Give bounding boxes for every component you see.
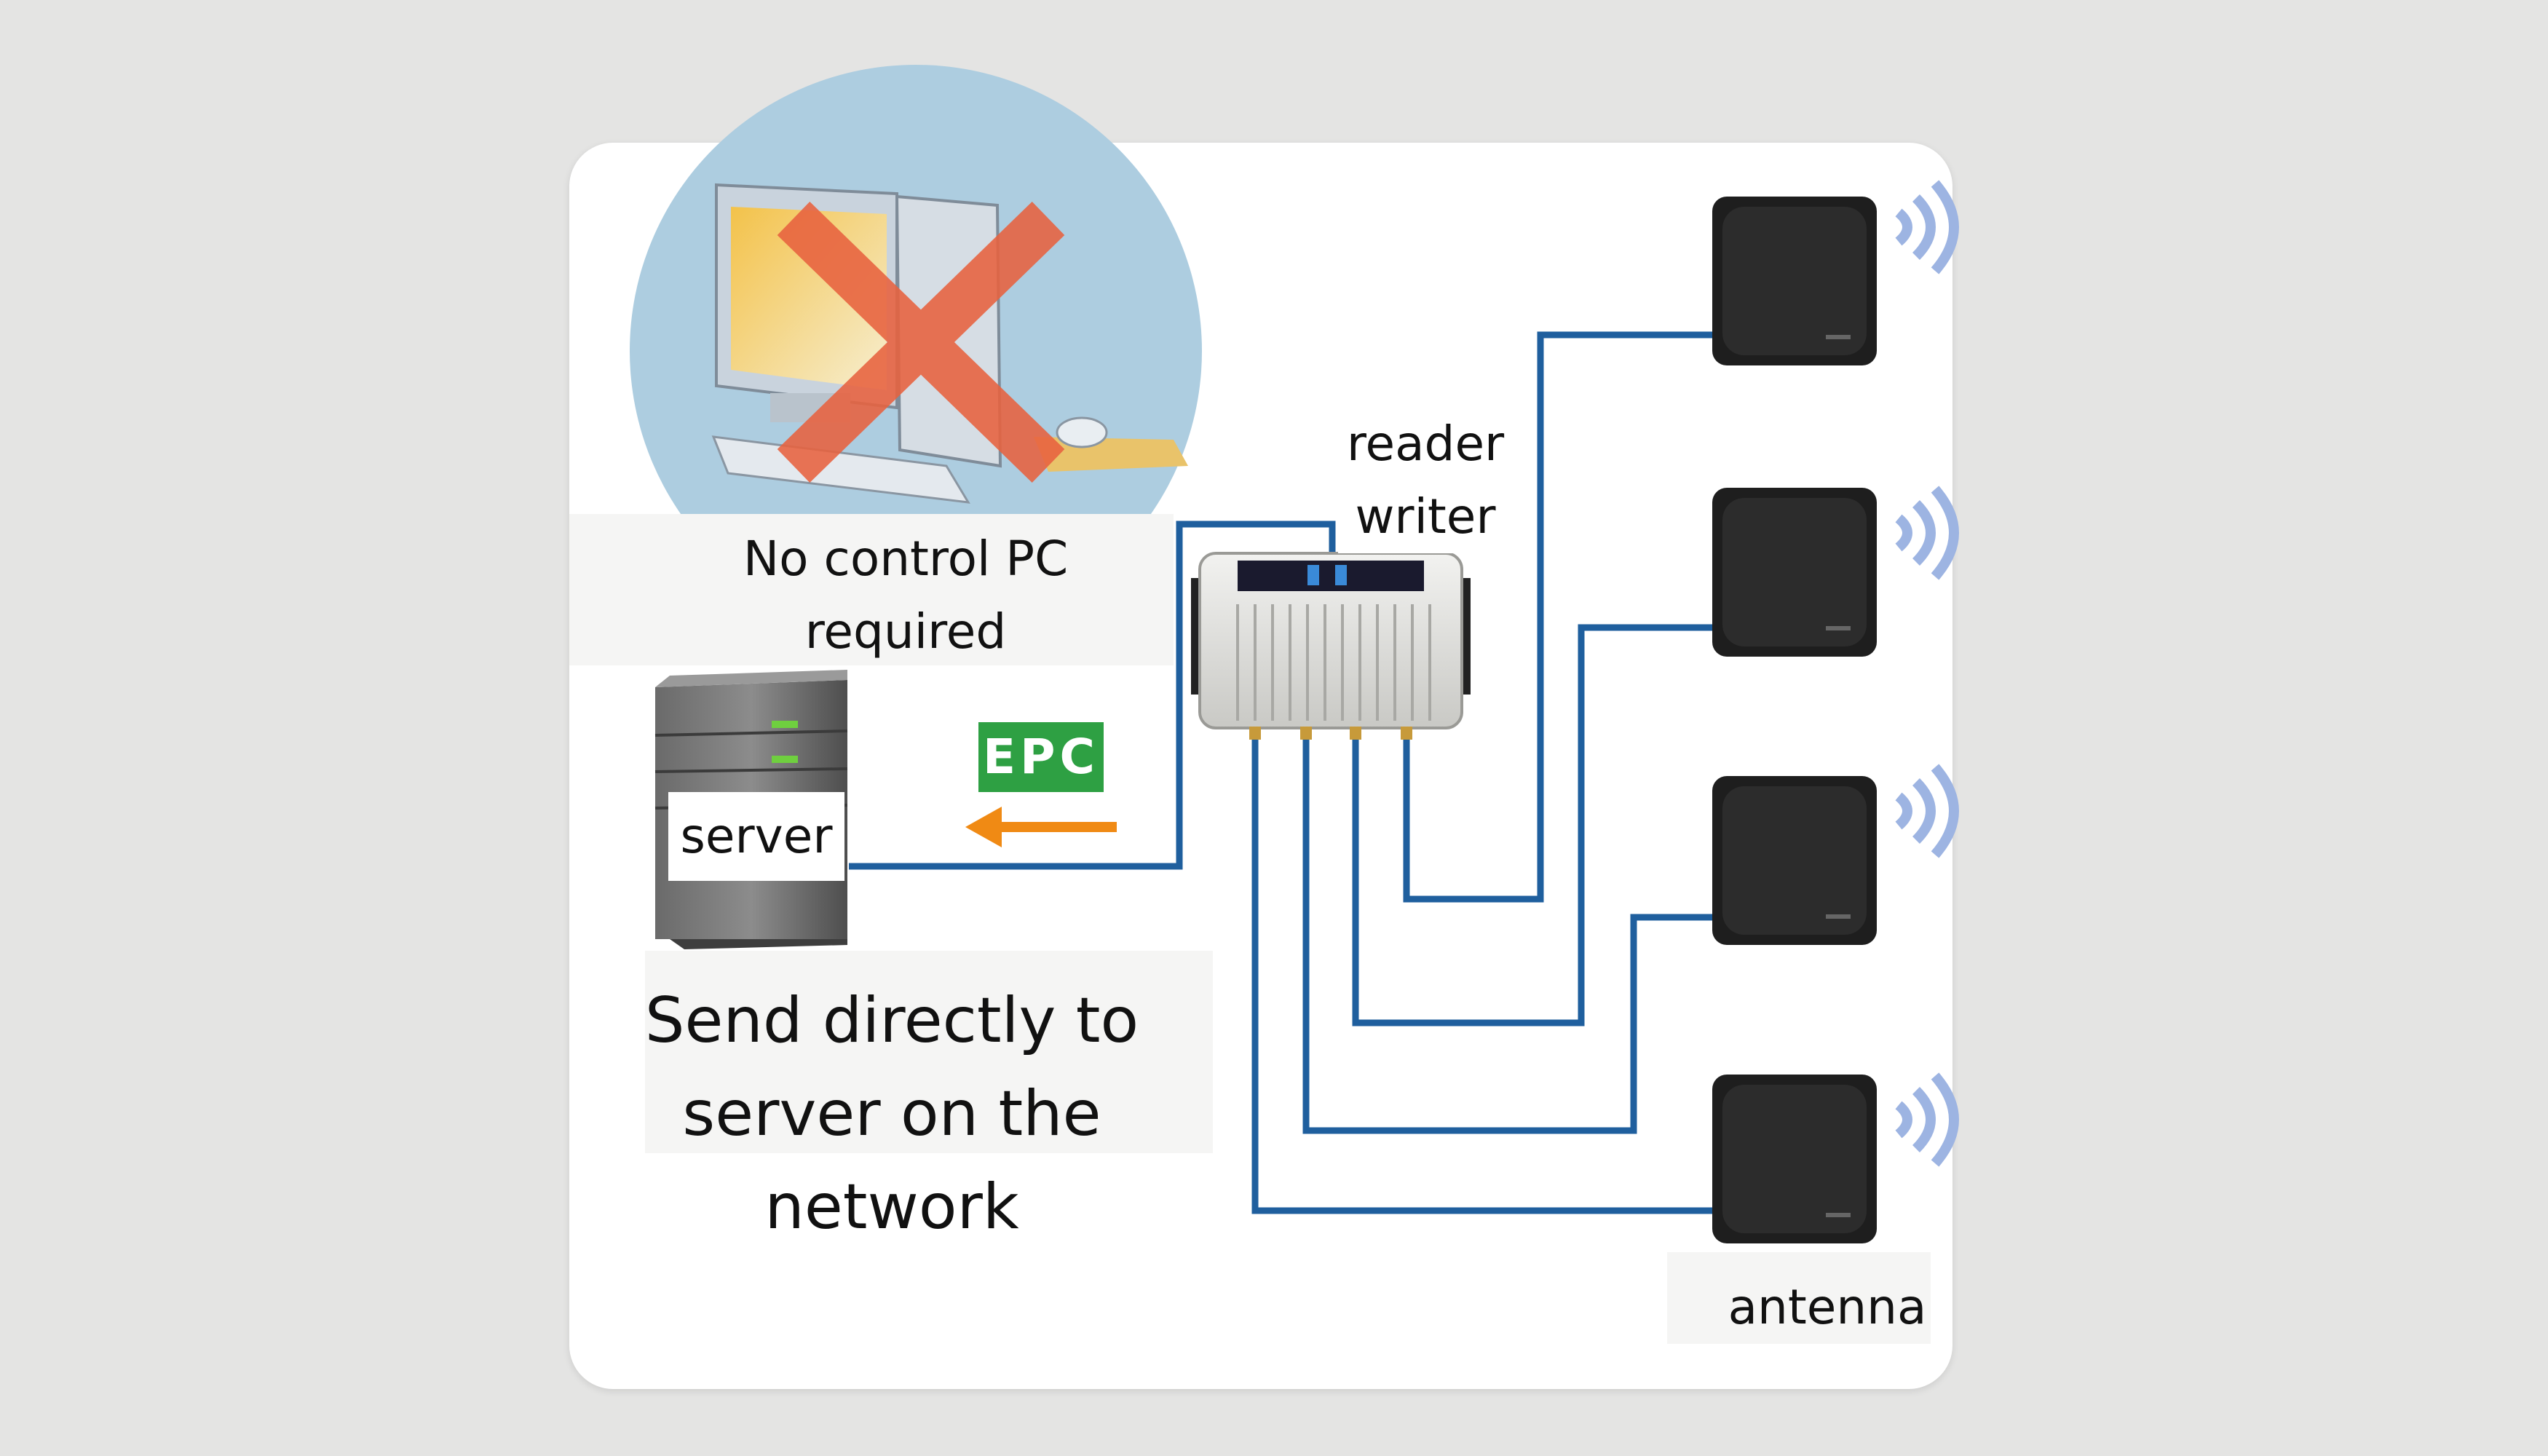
server-label: server — [668, 792, 844, 881]
cable-antenna-2 — [1352, 624, 1718, 1026]
antenna-icon — [1712, 776, 1877, 945]
antenna-icon — [1712, 488, 1877, 657]
signal-waves-icon — [1895, 764, 1959, 858]
antenna-label: antenna — [1728, 1279, 1927, 1335]
antenna-icon — [1712, 197, 1877, 365]
reader-writer-icon — [1191, 552, 1471, 740]
epc-badge: EPC — [978, 722, 1104, 792]
cable-antenna-3 — [1302, 728, 1718, 1134]
no-pc-label-band — [569, 514, 1174, 665]
signal-waves-icon — [1895, 486, 1959, 580]
cable-antenna-4 — [1251, 728, 1718, 1214]
antenna-1 — [1712, 180, 1959, 365]
signal-waves-icon — [1895, 1072, 1959, 1167]
antenna-label-band — [1667, 1252, 1931, 1344]
send-label-band — [645, 951, 1213, 1153]
send-directly-label: Send directly to server on the network — [644, 984, 1139, 1243]
no-pc-illustration — [630, 65, 1202, 637]
cable-antenna-1 — [1403, 331, 1718, 903]
no-pc-label: No control PC required — [743, 531, 1069, 660]
cable-server-to-reader — [849, 521, 1336, 870]
antenna-icon — [1712, 1075, 1877, 1243]
antenna-2 — [1712, 486, 1959, 657]
antenna-3 — [1712, 764, 1959, 945]
cross-icon — [777, 202, 1065, 483]
arrow-left-icon — [965, 807, 1117, 847]
reader-writer-label: reader writer — [1338, 408, 1513, 553]
network-cables — [849, 331, 1718, 1214]
signal-waves-icon — [1895, 180, 1959, 274]
antenna-4 — [1712, 1072, 1959, 1243]
